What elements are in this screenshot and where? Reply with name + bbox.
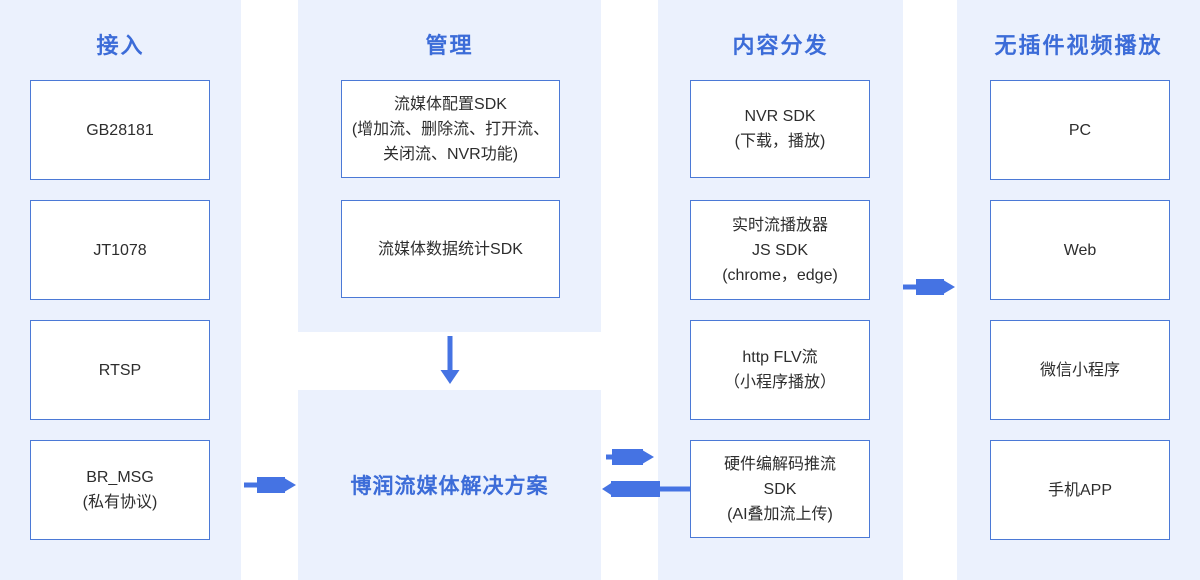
node-jt1078: JT1078 <box>30 200 210 300</box>
node-mobile-app: 手机APP <box>990 440 1170 540</box>
panel-distribution: 内容分发 NVR SDK (下载，播放) 实时流播放器 JS SDK (chro… <box>658 0 903 580</box>
node-sublabel: (下载，播放) <box>734 133 826 150</box>
node-br-msg: BR_MSG (私有协议) <box>30 440 210 540</box>
node-sublabel: （小程序播放） <box>723 374 836 391</box>
panel-access-title: 接入 <box>96 33 145 58</box>
node-sublabel: SDK <box>763 480 797 498</box>
node-label: 流媒体配置SDK <box>394 95 507 113</box>
node-label: http FLV流 <box>742 349 818 366</box>
panel-access: 接入 GB28181 JT1078 RTSP BR_MSG (私有协议) <box>0 0 241 580</box>
right-arrow-icon <box>244 477 296 493</box>
node-sublabel: (增加流、删除流、打开流、 <box>351 120 550 138</box>
node-sublabel: JS SDK <box>751 241 808 259</box>
node-label: RTSP <box>98 361 142 379</box>
panel-management-title: 管理 <box>425 33 474 58</box>
node-nvr-sdk: NVR SDK (下载，播放) <box>690 80 870 178</box>
node-label: Web <box>1063 241 1097 259</box>
node-gb28181: GB28181 <box>30 80 210 180</box>
node-sublabel: (AI叠加流上传) <box>727 505 833 523</box>
arrow-management-to-solution <box>440 336 460 384</box>
node-label: 流媒体数据统计SDK <box>378 240 523 258</box>
node-label: BR_MSG <box>86 469 154 486</box>
node-hw-codec-push-sdk: 硬件编解码推流 SDK (AI叠加流上传) <box>690 440 870 538</box>
node-sublabel: (chrome，edge) <box>722 266 838 284</box>
arrow-distribution-to-playback <box>903 279 955 295</box>
node-rtsp: RTSP <box>30 320 210 420</box>
node-sublabel: (私有协议) <box>82 494 158 511</box>
panel-playback: 无插件视频播放 PC Web 微信小程序 手机APP <box>957 0 1200 580</box>
panel-playback-title: 无插件视频播放 <box>994 33 1163 58</box>
node-stream-stats-sdk: 流媒体数据统计SDK <box>341 200 560 298</box>
node-label: JT1078 <box>93 241 147 259</box>
node-web: Web <box>990 200 1170 300</box>
node-label: NVR SDK <box>744 108 816 125</box>
panel-solution: 博润流媒体解决方案 <box>298 390 601 580</box>
node-sublabel: 关闭流、NVR功能) <box>382 145 519 163</box>
node-pc: PC <box>990 80 1170 180</box>
node-label: 硬件编解码推流 <box>723 455 836 473</box>
node-http-flv: http FLV流 （小程序播放） <box>690 320 870 420</box>
node-wechat-miniprogram: 微信小程序 <box>990 320 1170 420</box>
arrow-access-to-solution <box>244 477 296 493</box>
arrow-solution-to-distribution <box>606 449 654 465</box>
arrow-distribution-to-solution <box>602 481 690 497</box>
node-label: 实时流播放器 <box>731 216 828 234</box>
down-arrow-icon <box>440 336 460 384</box>
node-stream-config-sdk: 流媒体配置SDK (增加流、删除流、打开流、 关闭流、NVR功能) <box>341 80 560 178</box>
node-label: 微信小程序 <box>1039 361 1120 379</box>
node-label: PC <box>1068 121 1092 139</box>
left-arrow-icon <box>602 481 690 497</box>
node-label: GB28181 <box>86 121 154 139</box>
right-arrow-icon <box>903 279 955 295</box>
panel-management: 管理 流媒体配置SDK (增加流、删除流、打开流、 关闭流、NVR功能) 流媒体… <box>298 0 601 332</box>
panel-distribution-title: 内容分发 <box>732 33 829 58</box>
node-realtime-player-js-sdk: 实时流播放器 JS SDK (chrome，edge) <box>690 200 870 300</box>
solution-title: 博润流媒体解决方案 <box>350 475 549 498</box>
right-arrow-icon <box>606 449 654 465</box>
node-label: 手机APP <box>1047 481 1113 499</box>
